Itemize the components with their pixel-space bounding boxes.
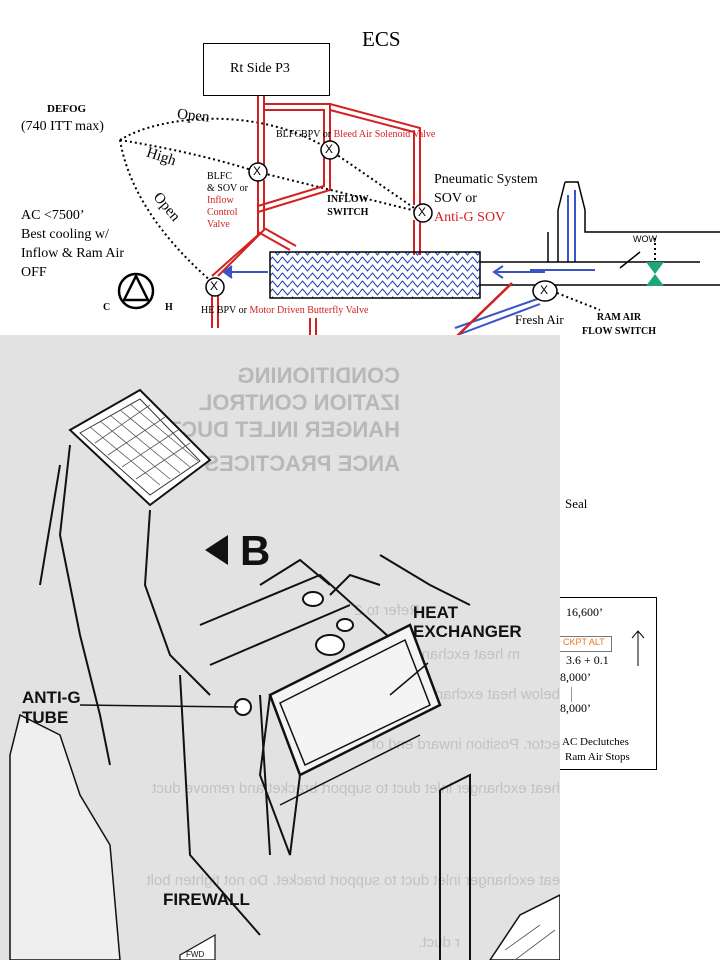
ac-note-line: Best cooling w/ <box>21 227 109 242</box>
valve-he-bpv <box>205 277 225 297</box>
duct-outlines <box>39 444 471 960</box>
blfcbpv-label: BLFCBPV or Bleed Air Solenoid Valve <box>276 129 435 140</box>
alt-16600: 16,600’ <box>566 605 603 619</box>
inflow-control-line: Control <box>207 207 238 218</box>
inflow-switch-label: INFLOW SWITCH <box>327 193 369 219</box>
manual-step: Refer to 2 <box>354 602 420 619</box>
view-b-arrow-icon <box>205 535 228 565</box>
inflow-switch-line: SWITCH <box>327 207 369 218</box>
control-lines <box>119 117 656 311</box>
anti-g-tube-label: TUBE <box>22 708 68 727</box>
alt-8000-b: 8,000’ <box>560 701 591 715</box>
open-label-1: Open <box>176 106 211 126</box>
manual-step: eat exchanger inlet duct to support brac… <box>146 872 560 889</box>
bleed-air-lines <box>211 96 421 345</box>
ram-air-line: FLOW SWITCH <box>582 326 656 337</box>
heat-exchanger-symbol <box>269 251 481 299</box>
pressure-ratio: 3.6 + 0.1 <box>566 653 609 667</box>
fwd-label: FWD <box>186 950 204 959</box>
wow-label: WOW <box>633 234 657 244</box>
view-b-label: B <box>240 527 270 574</box>
altitude-box: 16,600’ CKPT ALT 3.6 + 0.1 8,000’ 8,000’… <box>560 597 657 770</box>
fresh-air-lines <box>222 190 595 335</box>
manual-heading: ANCE PRACTICES <box>204 451 400 476</box>
bleed-air-solenoid-text: Bleed Air Solenoid Valve <box>333 129 436 140</box>
ac-note: AC <7500’ Best cooling w/ Inflow & Ram A… <box>21 206 124 282</box>
manual-drawing: CONDITIONING IZATION CONTROL HANGER INLE… <box>9 363 560 960</box>
manual-step: ector. Position inward end of <box>371 736 560 753</box>
pneumatic-line: Pneumatic System <box>434 172 538 187</box>
ac-note-line: AC <7500’ <box>21 208 85 223</box>
manual-scan: CONDITIONING IZATION CONTROL HANGER INLE… <box>0 335 560 960</box>
cold-label: C <box>103 302 111 313</box>
hot-label: H <box>165 302 173 313</box>
manual-heading: CONDITIONING <box>237 363 400 388</box>
inflow-control-line: Inflow <box>207 195 234 206</box>
page-title: ECS <box>362 27 401 51</box>
rt-side-p3-label: Rt Side P3 <box>230 61 290 76</box>
heat-exchanger-label: EXCHANGER <box>413 622 522 641</box>
fwd-arrow-icon <box>179 933 216 960</box>
anti-g-tube-label: ANTI-G <box>22 688 81 707</box>
cockpit-alt-text: CKPT ALT <box>563 637 605 647</box>
itt-label: (740 ITT max) <box>21 119 104 134</box>
firewall-plate <box>9 713 121 960</box>
valve-fresh-air <box>532 280 558 302</box>
rt-side-p3-box: Rt Side P3 <box>203 43 330 96</box>
anti-g-sov-line: Anti-G SOV <box>434 210 506 225</box>
inlet-grille <box>68 388 212 507</box>
manual-heading: IZATION CONTROL <box>199 390 400 415</box>
ac-note-line: Inflow & Ram Air <box>21 246 125 261</box>
alt-8000-a: 8,000’ <box>560 670 591 684</box>
blfc-line: BLFC <box>207 171 233 182</box>
firewall-label: FIREWALL <box>163 890 250 909</box>
up-arrow-icon <box>631 630 645 666</box>
fittings <box>234 591 354 716</box>
heat-exchanger-label: HEAT <box>413 603 459 622</box>
he-bpv-text: HE BPV or <box>201 305 247 316</box>
defog-label: DEFOG <box>47 103 87 115</box>
blfcbpv-text: BLFCBPV or <box>276 129 332 140</box>
ram-air-line: RAM AIR <box>596 312 642 323</box>
ram-air-stops-note: Ram Air Stops <box>565 751 630 763</box>
blfc-line: & SOV or <box>207 183 248 194</box>
motor-butterfly-text: Motor Driven Butterfly Valve <box>249 305 369 316</box>
leader-lines <box>79 662 429 708</box>
cockpit-alt-badge: CKPT ALT <box>560 636 612 652</box>
ac-declutches-note: AC Declutches <box>562 736 629 748</box>
mirrored-headings: CONDITIONING IZATION CONTROL HANGER INLE… <box>167 363 400 476</box>
inflow-switch-line: INFLOW <box>327 194 369 205</box>
valve-blfcbpv <box>320 140 340 160</box>
valve-pneumatic-sov <box>413 203 433 223</box>
heat-exchanger-drawing <box>258 623 442 856</box>
temp-control-icon <box>117 272 155 310</box>
ecs-schematic <box>117 96 720 345</box>
blfc-label: BLFC & SOV or Inflow Control Valve <box>207 171 248 231</box>
pneumatic-line: SOV or <box>434 191 477 206</box>
valve-mark: X <box>210 279 219 293</box>
alt-divider <box>571 687 572 702</box>
seal-label: Seal <box>565 496 588 511</box>
pointer-arrow <box>446 282 513 345</box>
valve-mark: X <box>418 205 427 219</box>
inflow-control-line: Valve <box>207 219 230 230</box>
he-bpv-label: HE BPV or Motor Driven Butterfly Valve <box>201 305 368 316</box>
ram-air-label: RAM AIR FLOW SWITCH <box>582 311 656 339</box>
manual-heading: HANGER INLET DUCT <box>167 417 400 442</box>
valve-mark: X <box>253 164 262 178</box>
ac-note-line: OFF <box>21 265 47 280</box>
manual-step: heat exchanger inlet duct to support bra… <box>151 780 560 797</box>
wow-valve-icon <box>646 262 664 286</box>
lower-grille <box>489 894 560 960</box>
mirrored-steps: Refer to 2 m heat exchanger du below hea… <box>146 602 560 951</box>
fresh-air-label: Fresh Air <box>515 312 564 327</box>
valve-mark: X <box>325 142 334 156</box>
valve-blfc-sov <box>248 162 268 182</box>
valve-mark: X <box>540 283 549 297</box>
pneumatic-label: Pneumatic System SOV or Anti-G SOV <box>434 170 538 227</box>
